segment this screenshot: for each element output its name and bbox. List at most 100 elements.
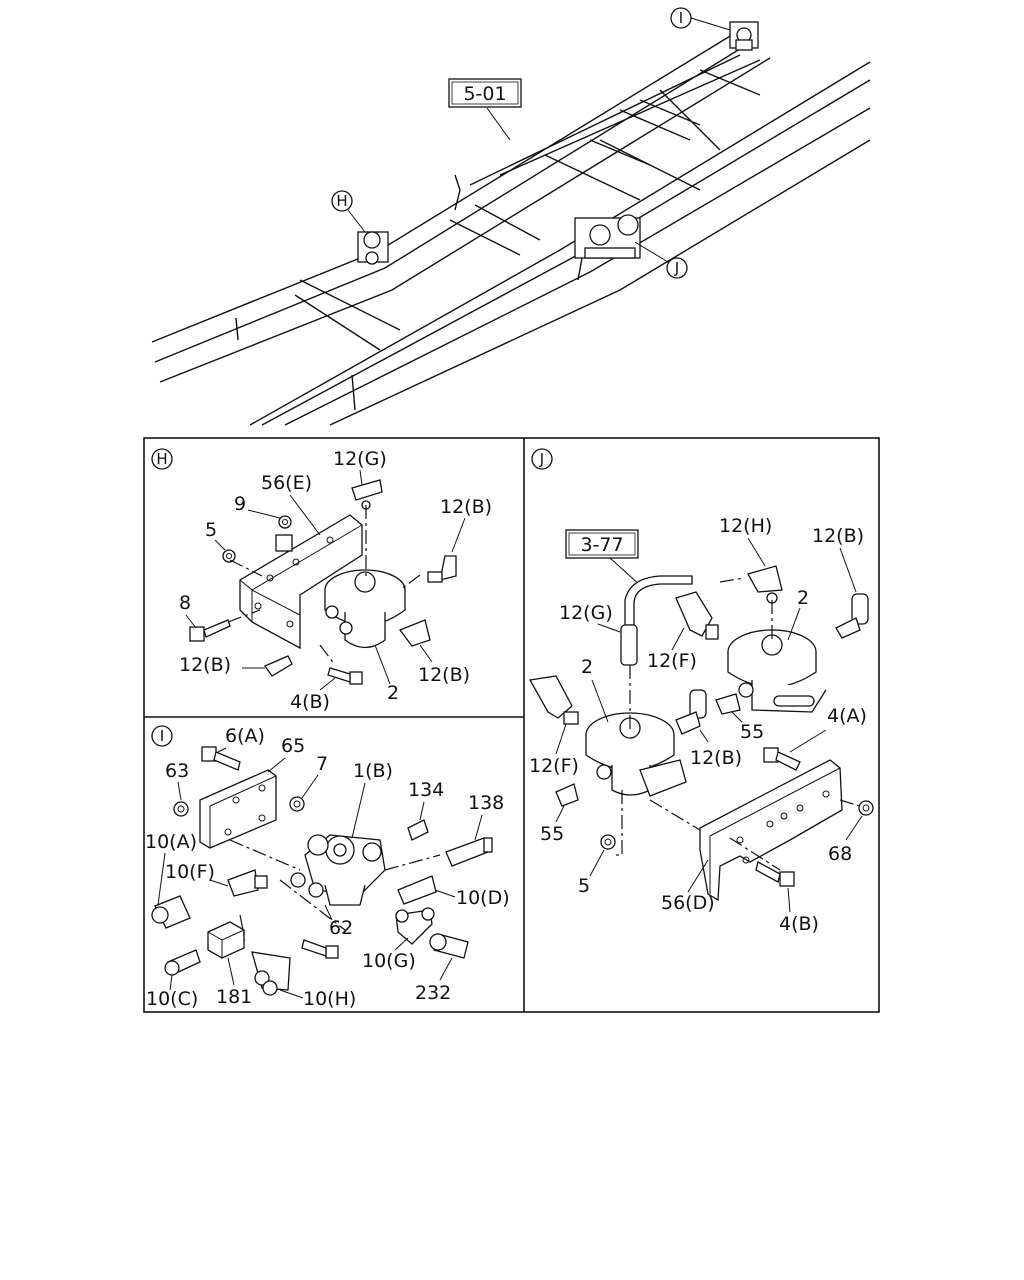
label-h-2: 2 — [387, 682, 399, 704]
fitting-j-12h — [747, 565, 783, 604]
callout-h[interactable]: H — [331, 190, 353, 212]
fitting-10c — [164, 949, 201, 976]
callout-i-text: I — [679, 9, 683, 27]
label-i-10h: 10(H) — [303, 988, 356, 1010]
relay-valve-2 — [324, 569, 406, 649]
detail-frame — [143, 437, 880, 1013]
relay-valve-2-right — [727, 629, 827, 713]
nut-9 — [278, 515, 292, 529]
label-i-10f: 10(F) — [165, 861, 215, 883]
ref-box-3-77[interactable]: 3-77 — [565, 529, 639, 559]
bolt-j-4a — [763, 747, 801, 771]
label-j-2-top: 2 — [797, 587, 809, 609]
panel-i-tag: I — [151, 725, 173, 747]
label-j-4b: 4(B) — [779, 913, 819, 935]
panel-i: I — [145, 725, 510, 1010]
label-h-12b-left: 12(B) — [179, 654, 231, 676]
panel-h: H — [151, 448, 492, 713]
label-i-63: 63 — [165, 760, 189, 782]
label-j-12b-top: 12(B) — [812, 525, 864, 547]
label-i-138: 138 — [468, 792, 504, 814]
label-i-181: 181 — [216, 986, 252, 1008]
bracket-56d — [699, 759, 843, 902]
callout-j-text: J — [674, 259, 679, 277]
bolt-62 — [301, 939, 339, 959]
label-i-1b: 1(B) — [353, 760, 393, 782]
ref-box-5-01[interactable]: 5-01 — [448, 78, 522, 108]
label-h-5: 5 — [205, 519, 217, 541]
panel-j-tag: J — [531, 448, 553, 470]
fitting-12b-left — [264, 655, 293, 677]
nut-68 — [858, 800, 874, 816]
plug-134 — [407, 819, 429, 841]
label-i-10g: 10(G) — [362, 950, 416, 972]
chassis-frame — [151, 29, 871, 426]
label-j-55-left: 55 — [540, 823, 564, 845]
fitting-10d — [397, 875, 437, 905]
fitting-j-12g — [620, 624, 638, 666]
fitting-j-12b-top — [835, 593, 869, 639]
callout-j[interactable]: J — [666, 257, 688, 279]
sensor-138 — [445, 837, 493, 867]
nut-j-5 — [600, 834, 616, 850]
label-i-7: 7 — [316, 753, 328, 775]
callout-h-text: H — [336, 192, 347, 210]
label-i-232: 232 — [415, 982, 451, 1004]
label-h-12b-top: 12(B) — [440, 496, 492, 518]
overview-valve-i — [729, 21, 759, 51]
fitting-10g — [395, 907, 435, 945]
label-j-5: 5 — [578, 875, 590, 897]
label-j-12h: 12(H) — [719, 515, 772, 537]
label-i-10a: 10(A) — [145, 831, 197, 853]
label-i-10d: 10(D) — [456, 887, 510, 909]
fitting-12g — [351, 479, 383, 510]
panel-h-tag: H — [151, 448, 173, 470]
panel-j: J 3-77 — [528, 448, 874, 935]
label-j-55-right: 55 — [740, 721, 764, 743]
pipe-3-77 — [624, 575, 693, 626]
label-h-8: 8 — [179, 592, 191, 614]
fitting-12b-top — [427, 555, 457, 583]
fitting-10f — [227, 869, 268, 897]
cap-232 — [429, 933, 469, 959]
fitting-10a — [151, 895, 191, 929]
ref-box-3-77-text: 3-77 — [580, 534, 623, 556]
plug-55-right — [715, 693, 741, 715]
fitting-j-12f-left — [528, 675, 579, 725]
fitting-12b-right — [398, 619, 431, 647]
fitting-10h — [251, 951, 291, 996]
label-i-134: 134 — [408, 779, 444, 801]
callout-i[interactable]: I — [670, 7, 692, 29]
label-i-6a: 6(A) — [225, 725, 265, 747]
ref-box-5-01-text: 5-01 — [463, 83, 506, 105]
bracket-65 — [199, 769, 277, 849]
label-j-12g: 12(G) — [559, 602, 613, 624]
bolt-6a — [201, 746, 241, 771]
label-j-56d: 56(D) — [661, 892, 715, 914]
bolt-4b — [327, 667, 363, 685]
plug-55-left — [555, 783, 579, 807]
valve-1b — [290, 834, 386, 906]
label-h-12g: 12(G) — [333, 448, 387, 470]
relay-valve-2-left — [585, 712, 687, 797]
label-j-2-left: 2 — [581, 656, 593, 678]
fitting-j-12b-mid — [675, 689, 707, 735]
leader-callout-i — [690, 17, 731, 31]
bolt-j-4b — [755, 861, 795, 887]
overview-valve-j — [574, 214, 641, 259]
overview-valve-h — [357, 231, 389, 265]
label-i-62: 62 — [329, 917, 353, 939]
nut-5 — [222, 549, 236, 563]
svg-text:I: I — [160, 727, 164, 745]
leader-callout-j — [634, 241, 669, 263]
block-181 — [207, 921, 245, 959]
label-i-10c: 10(C) — [146, 988, 198, 1010]
bracket-56e — [239, 514, 363, 650]
label-j-12b-mid: 12(B) — [690, 747, 742, 769]
svg-text:H: H — [156, 450, 167, 468]
label-j-68: 68 — [828, 843, 852, 865]
leader-5-01 — [486, 107, 511, 141]
bolt-8 — [189, 619, 231, 642]
leader-callout-h — [347, 209, 366, 233]
nut-63 — [173, 801, 189, 817]
